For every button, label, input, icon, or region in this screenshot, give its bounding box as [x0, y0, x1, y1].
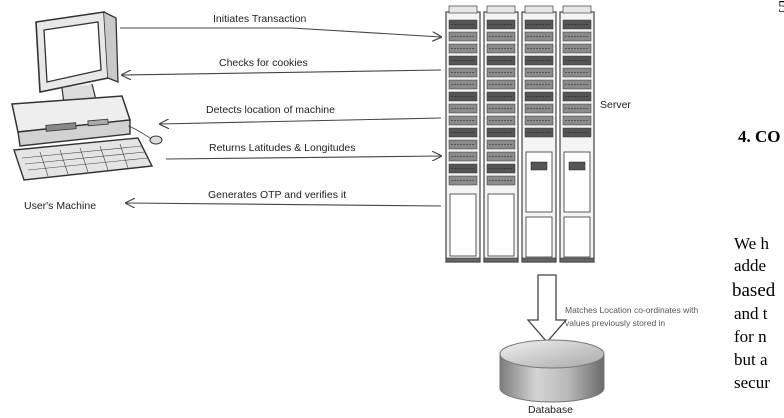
paper-line-1: We h	[734, 234, 769, 253]
database-icon	[499, 339, 605, 403]
paper-line-6: but a	[734, 350, 768, 369]
page-fragment: 5	[778, 0, 784, 16]
message-label-generates-otp: Generates OTP and verifies it	[208, 189, 346, 201]
message-label-detects-location: Detects location of machine	[206, 104, 335, 116]
down-block-arrow-icon	[526, 274, 568, 343]
arrow-detects-location	[160, 117, 442, 124]
message-label-checks-cookies: Checks for cookies	[219, 57, 308, 69]
paper-line-4: and t	[734, 304, 768, 323]
db-note-line2: values previously stored in	[565, 318, 665, 328]
server-label: Server	[600, 99, 631, 111]
paper-line-3: based	[732, 280, 776, 301]
message-arrows	[120, 27, 442, 206]
paper-line-7: secur	[734, 373, 770, 392]
user-machine-label: User's Machine	[24, 200, 96, 212]
paper-line-5: for n	[734, 327, 767, 346]
db-note-line1: Matches Location co-ordinates with	[565, 305, 699, 315]
database-label: Database	[528, 404, 573, 416]
message-label-initiates-transaction: Initiates Transaction	[213, 13, 307, 25]
arrow-generates-otp	[126, 203, 442, 206]
section-heading: 4. CO	[738, 127, 781, 146]
paper-line-2: adde	[734, 256, 766, 275]
message-label-returns-latlong: Returns Latitudes & Longitudes	[209, 142, 356, 154]
server-rack-icon	[445, 5, 595, 263]
arrow-returns-latlong	[165, 156, 441, 159]
paper-text-column: 5 4. CO We h adde based and t for n but …	[732, 0, 784, 392]
arrow-initiates-transaction-head	[291, 27, 441, 37]
arrow-checks-cookies	[122, 69, 442, 75]
computer-icon	[11, 11, 163, 181]
